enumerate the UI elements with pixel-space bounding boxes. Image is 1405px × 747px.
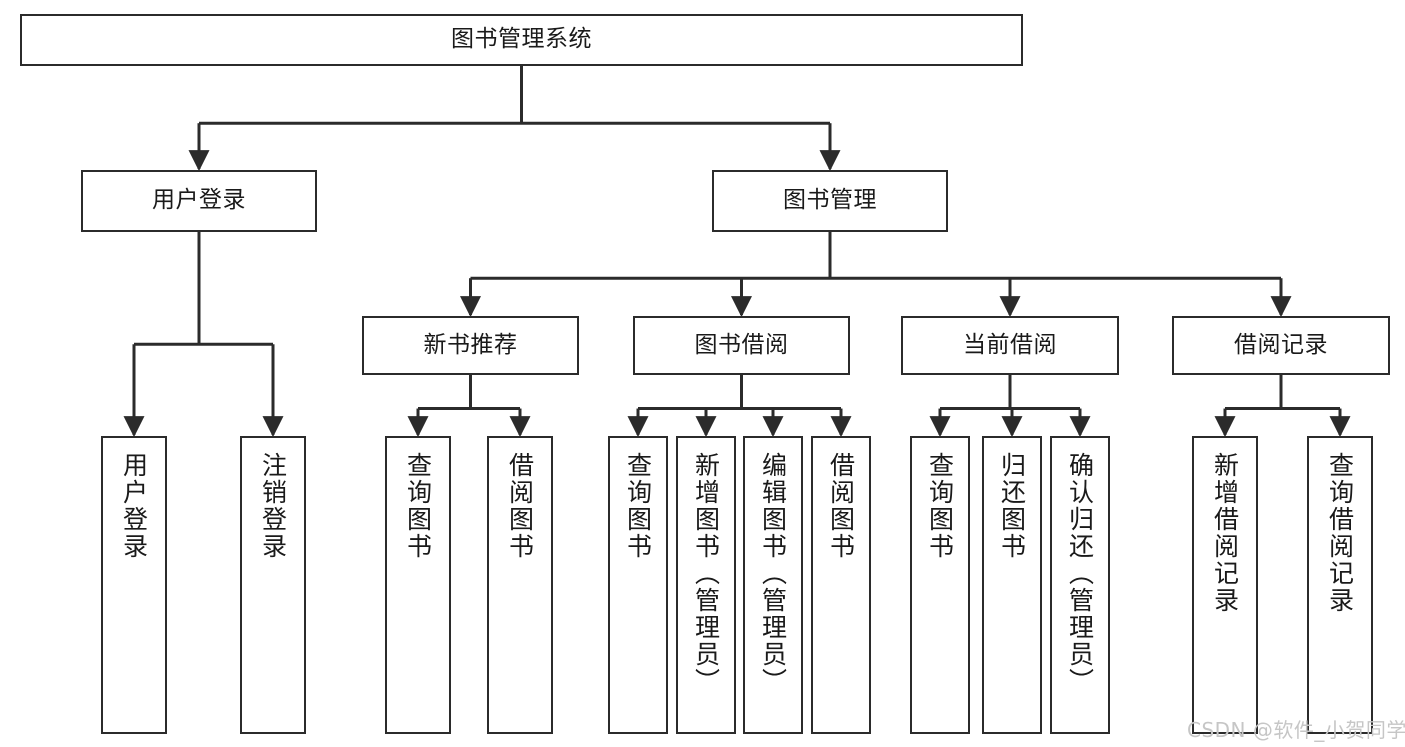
node-label: 用户登录 xyxy=(119,452,149,560)
node-label: 查询图书 xyxy=(403,452,433,560)
node-label: 图书借阅 xyxy=(694,331,789,358)
node-label: 新增借阅记录 xyxy=(1210,452,1240,614)
node-leaf-query-book-borrow[interactable]: 查询图书 xyxy=(608,436,668,734)
node-leaf-borrow-book[interactable]: 借阅图书 xyxy=(811,436,871,734)
node-label: 当前借阅 xyxy=(963,331,1057,358)
node-label: 归还图书 xyxy=(997,452,1027,560)
node-label: 确认归还（管理员） xyxy=(1065,452,1095,695)
node-label: 编辑图书（管理员） xyxy=(758,452,788,695)
node-new-book-recommend[interactable]: 新书推荐 xyxy=(362,316,579,375)
node-label: 图书管理 xyxy=(783,187,877,214)
node-leaf-add-record[interactable]: 新增借阅记录 xyxy=(1192,436,1258,734)
node-label: 查询图书 xyxy=(623,452,653,560)
node-label: 用户登录 xyxy=(152,187,246,214)
node-leaf-edit-book[interactable]: 编辑图书（管理员） xyxy=(743,436,803,734)
node-borrow-record[interactable]: 借阅记录 xyxy=(1172,316,1390,375)
csdn-watermark: CSDN @软件_小贺同学 xyxy=(1187,718,1405,742)
node-current-borrow[interactable]: 当前借阅 xyxy=(901,316,1119,375)
node-label: 借阅图书 xyxy=(505,452,535,560)
node-label: 查询借阅记录 xyxy=(1325,452,1355,614)
node-label: 新增图书（管理员） xyxy=(691,452,721,695)
node-leaf-borrow-book-rec[interactable]: 借阅图书 xyxy=(487,436,553,734)
node-leaf-query-book-rec[interactable]: 查询图书 xyxy=(385,436,451,734)
node-leaf-query-book-cur[interactable]: 查询图书 xyxy=(910,436,970,734)
node-root[interactable]: 图书管理系统 xyxy=(20,14,1023,66)
node-leaf-query-record[interactable]: 查询借阅记录 xyxy=(1307,436,1373,734)
node-label: 查询图书 xyxy=(925,452,955,560)
node-label: 图书管理系统 xyxy=(451,26,592,53)
node-book-manage[interactable]: 图书管理 xyxy=(712,170,948,232)
node-leaf-return-book[interactable]: 归还图书 xyxy=(982,436,1042,734)
node-label: 注销登录 xyxy=(258,452,288,560)
node-leaf-logout[interactable]: 注销登录 xyxy=(240,436,306,734)
node-book-borrow[interactable]: 图书借阅 xyxy=(633,316,850,375)
node-leaf-confirm-return[interactable]: 确认归还（管理员） xyxy=(1050,436,1110,734)
node-label: 借阅记录 xyxy=(1234,331,1328,358)
node-leaf-user-login[interactable]: 用户登录 xyxy=(101,436,167,734)
node-leaf-add-book[interactable]: 新增图书（管理员） xyxy=(676,436,736,734)
node-label: 借阅图书 xyxy=(826,452,856,560)
node-label: 新书推荐 xyxy=(423,331,518,358)
node-user-login[interactable]: 用户登录 xyxy=(81,170,317,232)
